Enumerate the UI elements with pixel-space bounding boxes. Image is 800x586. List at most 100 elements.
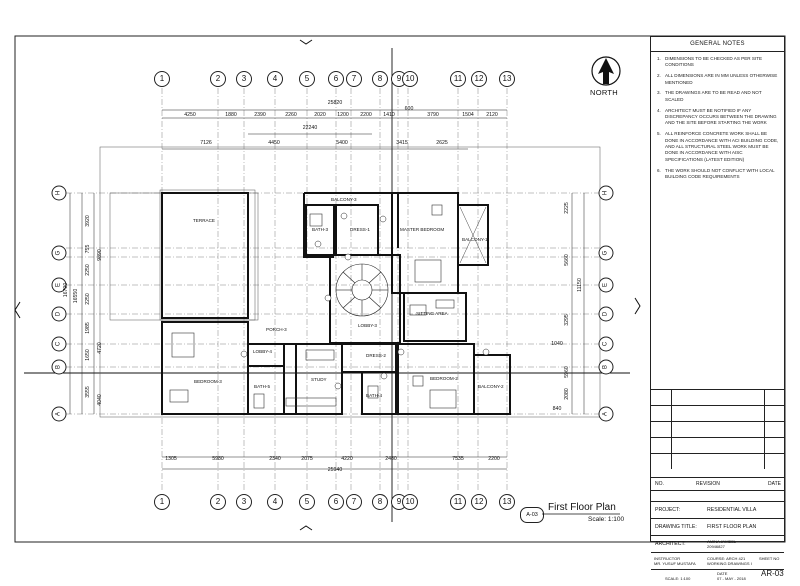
grid-bubble: 2	[210, 494, 226, 510]
note-text: DIMENSIONS TO BE CHECKED AS PER SITE CON…	[665, 56, 763, 68]
grid-bubble: 12	[471, 494, 487, 510]
revision-header: NO. REVISION DATE	[651, 477, 784, 491]
dimension-text: 5960	[564, 366, 570, 378]
room-label-sitting-area: SITTING AREA	[416, 311, 448, 316]
room-label-balcony-1: BALCONY-1	[462, 237, 488, 242]
dimension-text: 4220	[341, 456, 353, 462]
dimension-text: 2120	[486, 112, 498, 118]
note-text: THE WORK SHOULD NOT CONFLICT WITH LOCAL …	[665, 167, 775, 180]
dimension-text: 3415	[396, 140, 408, 146]
dimension-text: 2250	[85, 293, 91, 305]
dimension-text: 2250	[85, 264, 91, 276]
dimension-text: 2260	[285, 112, 297, 118]
grid-bubble: H	[598, 185, 614, 201]
note-number: 3.	[657, 90, 661, 96]
dimension-text: 2340	[269, 456, 281, 462]
dimension-text: 4720	[97, 342, 103, 354]
date-value: 07 - MAY - 2018	[717, 576, 746, 581]
grid-bubble: H	[51, 185, 67, 201]
grid-bubble: B	[51, 359, 67, 375]
grid-bubble: 7	[346, 71, 362, 87]
revision-no-label: NO.	[655, 481, 664, 487]
grid-bubble: 11	[450, 494, 466, 510]
grid-bubble: 11	[450, 71, 466, 87]
dimension-text: 7535	[452, 456, 464, 462]
grid-bubble: 6	[328, 71, 344, 87]
grid-bubble: 3	[236, 71, 252, 87]
course-value: WORKING DRAWINGS I	[707, 561, 752, 566]
dimension-text: 2080	[564, 388, 570, 400]
dimension-text: 600	[404, 106, 414, 112]
dimension-text: 2200	[360, 112, 372, 118]
revision-date-label: DATE	[768, 481, 781, 487]
dimension-text: 5660	[564, 254, 570, 266]
sheet-no-value: AR-03	[761, 569, 784, 578]
grid-bubble: 7	[346, 494, 362, 510]
grid-bubble: 4	[267, 494, 283, 510]
note-number: 6.	[657, 167, 661, 173]
note-item: 1. DIMENSIONS TO BE CHECKED AS PER SITE C…	[657, 56, 780, 69]
grid-bubble: 13	[499, 71, 515, 87]
project-value: RESIDENTIAL VILLA	[707, 507, 757, 513]
grid-bubble: G	[598, 245, 614, 261]
note-item: 5. ALL REINFORCE CONCRETE WORK SHALL BE D…	[657, 131, 780, 163]
dimension-text: 2075	[301, 456, 313, 462]
grid-bubble: C	[51, 336, 67, 352]
grid-bubble: 2	[210, 71, 226, 87]
dimension-text: 1504	[462, 112, 474, 118]
grid-bubble: 8	[372, 494, 388, 510]
dimension-text: 2625	[436, 140, 448, 146]
dimension-text: 3920	[85, 215, 91, 227]
note-number: 2.	[657, 73, 661, 79]
room-label-bath-5: BATH-5	[254, 384, 270, 389]
dimension-text: 2480	[385, 456, 397, 462]
dimension-text: 4040	[97, 394, 103, 406]
project-key: PROJECT:	[655, 507, 681, 513]
dimension-text: 5400	[336, 140, 348, 146]
grid-bubble: 10	[402, 71, 418, 87]
dimension-text: 1305	[165, 456, 177, 462]
grid-bubble: 12	[471, 71, 487, 87]
dimension-text: 25820	[327, 100, 343, 106]
general-notes-heading: GENERAL NOTES	[651, 37, 784, 52]
dimension-text: 2225	[564, 202, 570, 214]
dimension-text: 3295	[564, 314, 570, 326]
grid-bubble: A	[51, 406, 67, 422]
dimension-text: 1650	[85, 349, 91, 361]
sheet-no-key: SHEET NO	[759, 556, 780, 561]
dimension-text: 25940	[327, 467, 343, 473]
instructor-key: INSTRUCTOR	[654, 556, 681, 561]
room-label-master-bedroom: MASTER BEDROOM	[400, 227, 445, 232]
room-label-balcony-2: BALCONY-2	[478, 384, 504, 389]
note-text: ALL REINFORCE CONCRETE WORK SHALL BE DON…	[665, 131, 779, 162]
north-arrow-icon	[591, 56, 621, 86]
drawing-title-value: FIRST FLOOR PLAN	[707, 524, 757, 530]
dimension-text: 1200	[337, 112, 349, 118]
dimension-text: 22240	[302, 125, 318, 131]
dimension-text: 5980	[212, 456, 224, 462]
dimension-text: 16790	[63, 282, 69, 298]
dimension-text: 11150	[577, 278, 583, 292]
note-number: 5.	[657, 131, 661, 137]
dimension-text: 840	[552, 406, 562, 412]
room-label-dress-2: DRESS-2	[366, 353, 386, 358]
general-notes-list: 1. DIMENSIONS TO BE CHECKED AS PER SITE C…	[651, 52, 784, 180]
architect-name: AMINA JAMEEL	[707, 539, 737, 544]
grid-bubble: D	[51, 306, 67, 322]
dimension-text: 3790	[427, 112, 439, 118]
room-label-balcony-3: BALCONY-3	[331, 197, 357, 202]
dimension-text: 4250	[184, 112, 196, 118]
revision-table	[651, 389, 784, 481]
room-label-lobby-3: LOBBY-3	[358, 323, 377, 328]
grid-bubble: 5	[299, 494, 315, 510]
grid-bubble: 13	[499, 494, 515, 510]
dimension-text: 16550	[73, 288, 79, 304]
grid-bubble: A	[598, 406, 614, 422]
floor-plan-drawing	[14, 35, 786, 543]
note-number: 1.	[657, 56, 661, 61]
dimension-text: 9890	[97, 249, 103, 261]
room-label-porch-3: PORCH-3	[266, 327, 287, 332]
